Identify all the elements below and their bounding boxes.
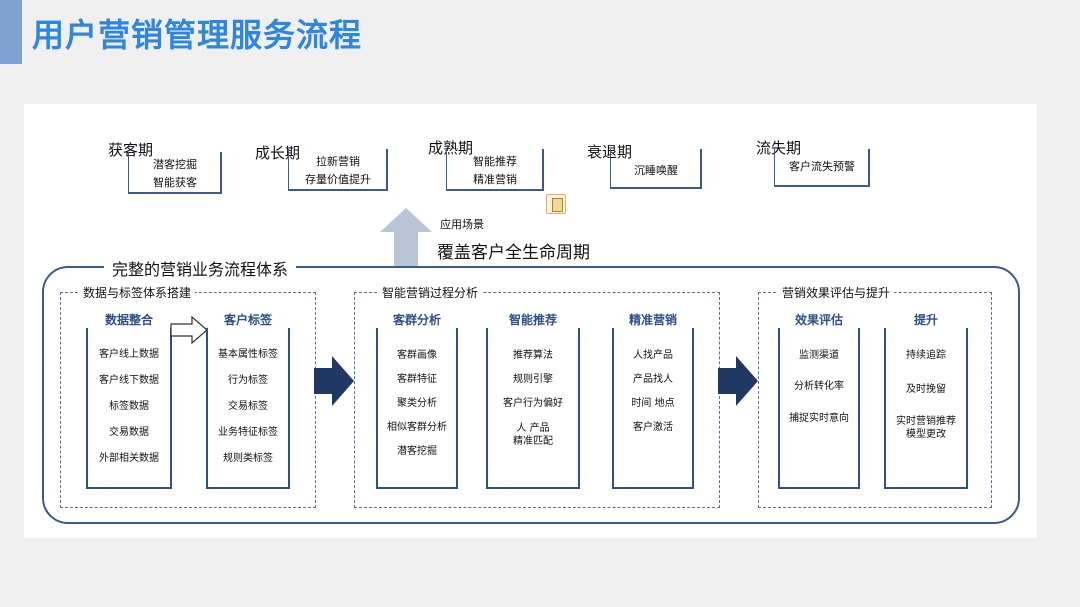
column-item: 标签数据 bbox=[109, 401, 149, 412]
column-item: 及时挽留 bbox=[906, 384, 946, 395]
section-smart-marketing bbox=[354, 292, 720, 508]
stage-item: 智能推荐 bbox=[473, 155, 517, 168]
page-title: 用户营销管理服务流程 bbox=[32, 16, 363, 54]
column-item: 交易数据 bbox=[109, 427, 149, 438]
process-system-frame bbox=[42, 266, 1020, 524]
stage-box-churn bbox=[774, 149, 870, 187]
stage-item: 拉新营销 bbox=[316, 155, 360, 168]
column-head: 客群分析 bbox=[376, 311, 458, 328]
stage-item: 潜客挖掘 bbox=[153, 158, 197, 171]
column-item: 交易标签 bbox=[228, 401, 268, 412]
column-item: 相似客群分析 bbox=[387, 422, 447, 433]
stage-label-churn: 流失期 bbox=[756, 139, 802, 157]
column-segment-analysis bbox=[376, 319, 458, 489]
column-item: 推荐算法 bbox=[513, 350, 553, 361]
stage-box-acquisition bbox=[128, 152, 222, 194]
column-item: 客户行为偏好 bbox=[503, 398, 563, 409]
section-label: 营销效果评估与提升 bbox=[778, 284, 895, 301]
column-head: 数据整合 bbox=[86, 311, 172, 328]
diagram-canvas: 获客期 潜客挖掘 智能获客 成长期 拉新营销 存量价值提升 成熟期 智能推荐 精… bbox=[24, 104, 1037, 538]
stage-label-acquisition: 获客期 bbox=[108, 141, 154, 159]
column-item: 捕捉实时意向 bbox=[789, 413, 849, 424]
title-accent-bar bbox=[0, 0, 22, 64]
column-head: 智能推荐 bbox=[486, 311, 580, 328]
stage-item: 智能获客 bbox=[153, 176, 197, 189]
hollow-right-arrow-icon bbox=[170, 316, 208, 344]
column-item: 持续追踪 bbox=[906, 350, 946, 361]
column-item: 规则类标签 bbox=[223, 453, 273, 464]
column-item: 分析转化率 bbox=[794, 381, 844, 392]
stage-item: 存量价值提升 bbox=[305, 173, 371, 186]
column-item: 产品找人 bbox=[633, 374, 673, 385]
column-item: 规则引擎 bbox=[513, 374, 553, 385]
column-item: 人 产品 精准匹配 bbox=[513, 423, 553, 447]
column-item: 时间 地点 bbox=[631, 398, 675, 409]
stage-item: 客户流失预警 bbox=[789, 160, 855, 173]
up-arrow-icon bbox=[380, 208, 432, 266]
column-item: 外部相关数据 bbox=[99, 453, 159, 464]
column-improvement bbox=[884, 319, 968, 489]
stage-label-decline: 衰退期 bbox=[587, 143, 633, 161]
stage-label-maturity: 成熟期 bbox=[428, 139, 474, 157]
column-item: 客户激活 bbox=[633, 422, 673, 433]
column-item: 聚类分析 bbox=[397, 398, 437, 409]
section-label: 数据与标签体系搭建 bbox=[79, 284, 196, 301]
stage-box-decline bbox=[610, 149, 702, 189]
column-item: 业务特征标签 bbox=[218, 427, 278, 438]
section-label: 智能营销过程分析 bbox=[378, 284, 483, 301]
column-effect-evaluation bbox=[778, 319, 860, 489]
column-item: 人找产品 bbox=[633, 350, 673, 361]
column-head: 效果评估 bbox=[778, 311, 860, 328]
column-item: 行为标签 bbox=[228, 375, 268, 386]
stage-box-growth bbox=[288, 149, 388, 191]
column-item: 客户线下数据 bbox=[99, 375, 159, 386]
column-item: 客户线上数据 bbox=[99, 349, 159, 360]
scenario-headline: 覆盖客户全生命周期 bbox=[437, 243, 590, 263]
column-data-integration bbox=[86, 319, 172, 489]
stage-box-maturity bbox=[446, 149, 544, 191]
column-item: 基本属性标签 bbox=[218, 349, 278, 360]
column-head: 精准营销 bbox=[612, 311, 694, 328]
column-item: 潜客挖掘 bbox=[397, 446, 437, 457]
column-smart-recommendation bbox=[486, 319, 580, 489]
column-head: 客户标签 bbox=[206, 311, 290, 328]
right-arrow-icon bbox=[314, 356, 354, 406]
column-head: 提升 bbox=[884, 311, 968, 328]
right-arrow-icon bbox=[718, 356, 758, 406]
process-system-title: 完整的营销业务流程体系 bbox=[104, 256, 297, 280]
clipboard-icon[interactable] bbox=[546, 194, 566, 214]
stage-item: 沉睡唤醒 bbox=[634, 164, 678, 177]
scenario-label: 应用场景 bbox=[440, 218, 484, 231]
column-item: 客群特征 bbox=[397, 374, 437, 385]
stage-item: 精准营销 bbox=[473, 173, 517, 186]
column-precision-marketing bbox=[612, 319, 694, 489]
column-customer-tags bbox=[206, 319, 290, 489]
column-item: 实时营销推荐 模型更改 bbox=[896, 416, 956, 440]
column-item: 监测渠道 bbox=[799, 350, 839, 361]
column-item: 客群画像 bbox=[397, 350, 437, 361]
